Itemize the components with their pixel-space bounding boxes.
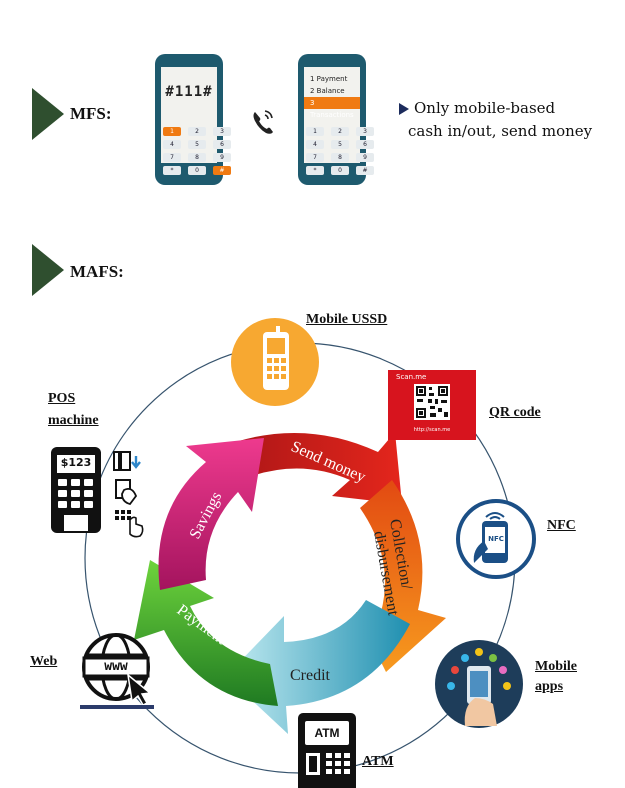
menu-item-balance: 2 Balance xyxy=(310,87,345,95)
keypad-key: 9 xyxy=(213,153,231,162)
pos-payment-method-icons xyxy=(113,451,144,538)
keypad-key: 3 xyxy=(356,127,374,136)
mfs-description-line2: cash in/out, send money xyxy=(408,122,593,140)
mafs-heading: MAFS: xyxy=(70,262,124,281)
nfc-icon-text: NFC xyxy=(488,535,504,543)
mafs-cycle-diagram: Send money Collection/ disbursement Cred… xyxy=(84,342,516,774)
qr-brand: Scan.me xyxy=(396,373,427,381)
keypad-key: 4 xyxy=(163,140,181,149)
keypad-key: 1 xyxy=(163,127,181,136)
keypad-key: 6 xyxy=(213,140,231,149)
payment-arrow xyxy=(134,560,278,706)
menu-item-payment: 1 Payment xyxy=(310,75,348,83)
mfs-triangle-icon xyxy=(32,88,64,140)
pos-amount: $123 xyxy=(60,456,92,469)
send-money-arrow xyxy=(218,432,402,504)
web-globe-icon: www xyxy=(80,631,158,711)
qr-url: http://scan.me xyxy=(413,427,451,433)
mobile-ussd-icon xyxy=(231,318,319,406)
keypad-key: # xyxy=(356,166,374,175)
keypad-key: * xyxy=(163,166,181,175)
phone-call-icon xyxy=(253,110,273,134)
qr-pattern xyxy=(414,384,450,420)
mfs-heading: MFS: xyxy=(70,104,112,123)
pos-label-line2: machine xyxy=(48,413,99,428)
pos-machine-icon: $123 xyxy=(48,447,104,535)
pos-label-line1: POS xyxy=(48,391,76,406)
atm-label: ATM xyxy=(362,754,394,769)
keypad-key: 5 xyxy=(188,140,206,149)
bullet-arrow-icon xyxy=(399,103,409,115)
mobile-apps-label-line2: apps xyxy=(535,679,564,694)
keypad-key: 9 xyxy=(356,153,374,162)
web-label: Web xyxy=(30,654,58,669)
menu-item-transactions: 3 Transactions xyxy=(304,97,360,119)
keypad-key: 2 xyxy=(188,127,206,136)
keypad-key: 0 xyxy=(188,166,206,175)
qr-code-icon: Scan.me http://scan.me xyxy=(388,370,476,440)
credit-label: Credit xyxy=(290,667,331,684)
qr-code-label: QR code xyxy=(489,405,541,420)
keypad-key: 7 xyxy=(163,153,181,162)
mobile-apps-icon xyxy=(435,640,523,728)
keypad-key: 8 xyxy=(331,153,349,162)
phone-menu: 1 Payment 2 Balance 3 Transactions xyxy=(304,73,360,119)
keypad-key: 7 xyxy=(306,153,324,162)
keypad-key: * xyxy=(306,166,324,175)
www-text: www xyxy=(104,659,128,674)
keypad-key: 0 xyxy=(331,166,349,175)
nfc-icon: NFC xyxy=(456,499,536,579)
keypad-key: 8 xyxy=(188,153,206,162)
keypad-key: 6 xyxy=(356,140,374,149)
mfs-description-line1: Only mobile-based xyxy=(414,99,556,117)
keypad-key: 1 xyxy=(306,127,324,136)
keypad-key: # xyxy=(213,166,231,175)
keypad-key: 5 xyxy=(331,140,349,149)
keypad-key: 4 xyxy=(306,140,324,149)
atm-icon: ATM xyxy=(298,713,356,788)
nfc-label: NFC xyxy=(547,518,576,533)
ussd-code: #111# xyxy=(165,84,213,100)
mafs-triangle-icon xyxy=(32,244,64,296)
mobile-apps-label-line1: Mobile xyxy=(535,659,577,674)
savings-arrow xyxy=(158,438,264,590)
atm-icon-text: ATM xyxy=(314,726,340,740)
keypad-key: 2 xyxy=(331,127,349,136)
keypad-key: 3 xyxy=(213,127,231,136)
mobile-ussd-label: Mobile USSD xyxy=(306,312,388,327)
